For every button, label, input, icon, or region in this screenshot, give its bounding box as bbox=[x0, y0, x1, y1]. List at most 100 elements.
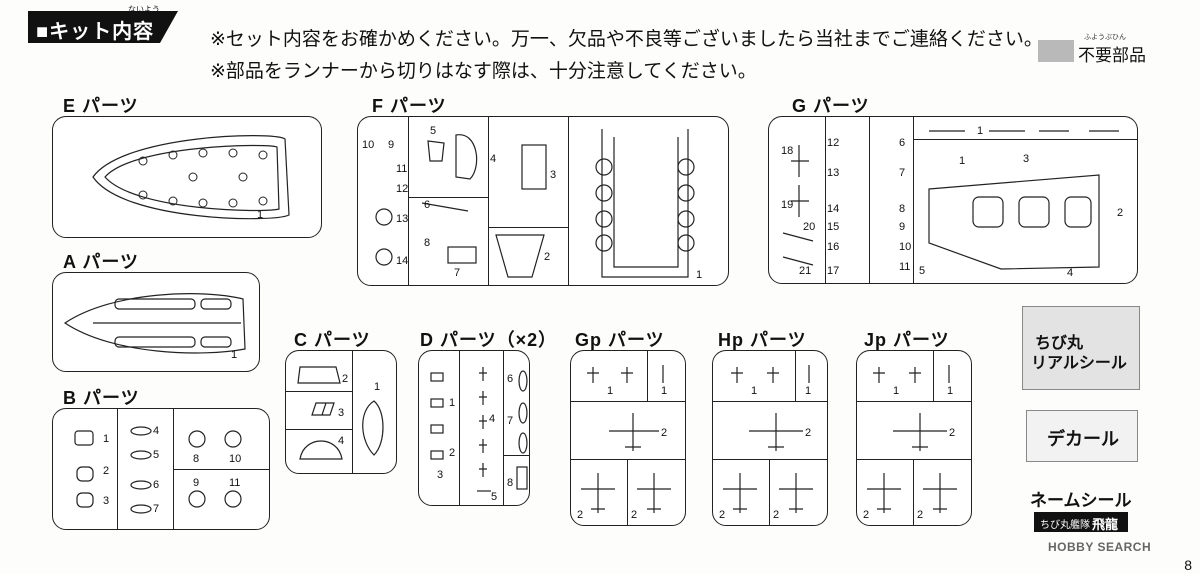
part-number: 7 bbox=[153, 503, 160, 515]
part-number: 7 bbox=[899, 167, 906, 179]
part-number: 4 bbox=[1067, 267, 1074, 279]
part-number: 1 bbox=[103, 433, 110, 445]
part-number: 2 bbox=[661, 427, 668, 439]
part-number: 13 bbox=[396, 213, 409, 225]
part-number: 6 bbox=[153, 479, 160, 491]
part-number: 11 bbox=[229, 477, 241, 489]
part-number: 17 bbox=[827, 265, 840, 277]
runner-d-frame: 6 1 4 7 2 3 8 5 bbox=[418, 350, 530, 506]
hp-aircraft-drawing bbox=[723, 365, 813, 513]
part-number: 2 bbox=[805, 427, 812, 439]
d-parts-drawing bbox=[430, 367, 528, 492]
part-number: 1 bbox=[893, 385, 900, 397]
gp-aircraft-drawing bbox=[581, 365, 671, 513]
part-number: 12 bbox=[827, 137, 840, 149]
part-number: 8 bbox=[193, 453, 200, 465]
legend-swatch bbox=[1038, 40, 1074, 62]
part-number: 12 bbox=[396, 183, 409, 195]
part-number: 14 bbox=[827, 203, 840, 215]
part-number: 2 bbox=[577, 509, 584, 521]
part-number: 21 bbox=[799, 265, 812, 277]
part-number: 9 bbox=[388, 139, 395, 151]
part-number: 2 bbox=[863, 509, 870, 521]
decal-sheet: デカール bbox=[1026, 410, 1138, 462]
part-number: 16 bbox=[827, 241, 840, 253]
part-number: 3 bbox=[1023, 153, 1030, 165]
runner-a-title: A パーツ bbox=[63, 252, 139, 272]
part-number: 1 bbox=[977, 125, 984, 137]
runner-jp-frame: 1 1 2 2 2 bbox=[856, 350, 972, 526]
part-number: 1 bbox=[374, 381, 381, 393]
part-number: 1 bbox=[449, 397, 456, 409]
runner-c-frame: 2 1 3 4 bbox=[285, 350, 397, 474]
part-number: 10 bbox=[362, 139, 375, 151]
part-number: 9 bbox=[193, 477, 200, 489]
part-number: 18 bbox=[781, 145, 794, 157]
name-seal-label: ネームシール bbox=[1030, 491, 1132, 510]
part-number: 7 bbox=[454, 267, 461, 279]
part-number: 7 bbox=[507, 415, 514, 427]
runner-hp-title: Hp パーツ bbox=[718, 330, 807, 350]
part-number: 5 bbox=[430, 125, 437, 137]
watermark: HOBBY SEARCH bbox=[1048, 540, 1152, 554]
runner-hp-frame: 1 1 2 2 2 bbox=[712, 350, 828, 526]
part-number: 6 bbox=[899, 137, 906, 149]
part-number: 2 bbox=[917, 509, 924, 521]
part-number: 6 bbox=[424, 199, 431, 211]
decal-label: デカール bbox=[1047, 429, 1119, 449]
part-number: 9 bbox=[899, 221, 906, 233]
part-number: 20 bbox=[803, 221, 816, 233]
part-number: 15 bbox=[827, 221, 840, 233]
runner-b-title: B パーツ bbox=[63, 388, 140, 408]
part-number: 8 bbox=[899, 203, 906, 215]
runner-e-frame: 1 bbox=[52, 116, 322, 238]
part-number: 1 bbox=[661, 385, 668, 397]
part-number: 11 bbox=[396, 163, 408, 175]
part-number: 19 bbox=[781, 199, 794, 211]
part-number: 4 bbox=[489, 413, 496, 425]
legend-label: 不要部品 bbox=[1078, 46, 1146, 65]
legend-ruby: ふようぶひん bbox=[1084, 34, 1126, 41]
runner-a-frame: 1 bbox=[52, 272, 260, 372]
part-number: 2 bbox=[719, 509, 726, 521]
runner-b-frame: 1 2 3 4 5 6 7 8 10 9 11 bbox=[52, 408, 270, 530]
part-number: 1 bbox=[696, 269, 703, 281]
runner-d-title: D パーツ（×2） bbox=[420, 330, 558, 350]
header-title: ■キット内容 bbox=[36, 21, 155, 43]
part-number: 14 bbox=[396, 255, 409, 267]
part-number: 4 bbox=[153, 425, 160, 437]
runner-gp-title: Gp パーツ bbox=[575, 330, 665, 350]
runner-gp-frame: 1 1 2 2 2 bbox=[570, 350, 686, 526]
part-number: 5 bbox=[153, 449, 160, 461]
part-number: 5 bbox=[491, 491, 498, 503]
part-number: 1 bbox=[959, 155, 966, 167]
part-number: 2 bbox=[544, 251, 551, 263]
runner-f-title: F パーツ bbox=[372, 96, 447, 116]
header-box bbox=[28, 11, 178, 43]
part-number: 2 bbox=[949, 427, 956, 439]
part-number: 4 bbox=[338, 435, 345, 447]
runner-e-title: E パーツ bbox=[63, 96, 139, 116]
part-number: 2 bbox=[1117, 207, 1124, 219]
part-number: 3 bbox=[103, 495, 110, 507]
part-number: 4 bbox=[490, 153, 497, 165]
hull-bottom-part bbox=[63, 293, 246, 354]
real-seal-line2: リアルシール bbox=[1031, 355, 1127, 372]
header-ruby: ないよう bbox=[128, 5, 160, 14]
part-number: 10 bbox=[229, 453, 242, 465]
part-number: 1 bbox=[231, 349, 238, 361]
part-number: 1 bbox=[947, 385, 954, 397]
part-number: 5 bbox=[919, 265, 926, 277]
name-plate-small: ちび丸艦隊 bbox=[1040, 520, 1090, 531]
name-plate: ちび丸艦隊 飛龍 bbox=[1034, 512, 1128, 532]
part-number: 13 bbox=[827, 167, 840, 179]
hull-deck-part bbox=[92, 135, 290, 220]
part-number: 2 bbox=[103, 465, 110, 477]
g-parts-drawing bbox=[782, 130, 1119, 270]
note-line-1: ※セット内容をお確かめください。万一、欠品や不良等ございましたら当社までご連絡く… bbox=[210, 29, 1043, 50]
b-parts-drawing bbox=[74, 426, 242, 514]
runner-c-title: C パーツ bbox=[294, 330, 371, 350]
real-seal-line1: ちび丸 bbox=[1035, 335, 1084, 352]
part-number: 2 bbox=[631, 509, 638, 521]
part-number: 1 bbox=[751, 385, 758, 397]
